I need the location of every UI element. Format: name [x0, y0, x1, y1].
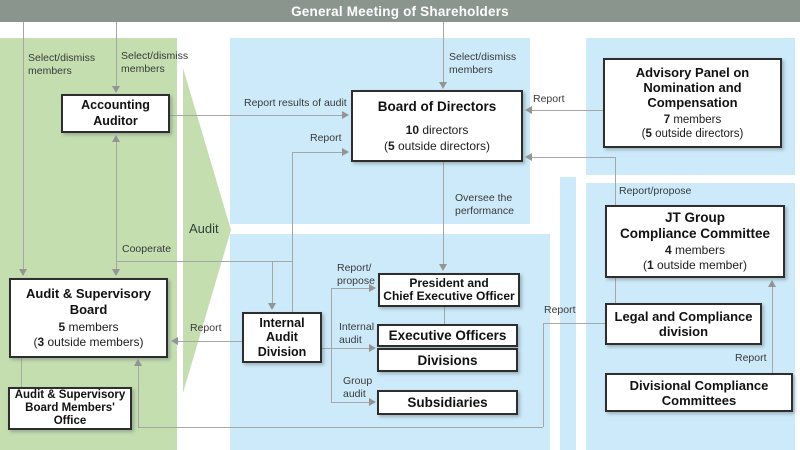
arrow-report-into-board: [342, 148, 349, 156]
label-report-results-of-audit: Report results of audit: [244, 97, 347, 109]
box-subsidiaries: Subsidiaries: [377, 390, 518, 415]
arrow-audit-results-into-board: [342, 111, 349, 119]
conn-jt-board: [531, 157, 615, 158]
board-members-stat: 10 directors: [405, 122, 469, 137]
audit-triangle-shape: [183, 68, 231, 393]
board-outside-stat: (5 outside directors): [383, 138, 491, 153]
box-internal-audit-division: Internal Audit Division: [242, 312, 322, 363]
arrow-into-board-top: [439, 82, 447, 89]
advisory-members-stat: 7 members: [663, 114, 722, 126]
conn-iad-group-audit: [331, 402, 369, 403]
box-asb-members-office: Audit & Supervisory Board Members' Offic…: [8, 387, 132, 430]
asb-outside-stat: (3 outside members): [33, 335, 144, 349]
label-report-propose-ceo: Report/ propose: [337, 262, 375, 287]
conn-gm-board: [443, 22, 444, 84]
arrow-into-auditor-bottom: [112, 135, 120, 142]
label-select-dismiss-auditor: Select/dismiss members: [121, 50, 189, 75]
label-report-propose-jt: Report/propose: [619, 185, 692, 197]
arrow-into-execs-left: [369, 344, 376, 352]
label-select-dismiss-asb: Select/dismiss members: [28, 52, 96, 77]
asb-members-stat: 5 members: [58, 320, 119, 334]
label-internal-audit: Internal audit: [339, 321, 375, 346]
conn-president-execs: [444, 307, 445, 324]
arrow-into-asb-left: [19, 269, 27, 276]
box-divisions: Divisions: [377, 348, 518, 372]
conn-audit-results: [170, 115, 342, 116]
jt-outside-stat: (1 outside member): [642, 258, 748, 272]
arrow-jt-into-board: [525, 153, 532, 161]
conn-auditor-asb: [116, 136, 117, 272]
conn-board-president: [443, 162, 444, 266]
box-executive-officers: Executive Officers: [377, 324, 518, 347]
arrow-iad-into-asb: [171, 337, 178, 345]
box-accounting-auditor: Accounting Auditor: [61, 94, 170, 133]
label-group-audit: Group audit: [343, 375, 373, 400]
conn-cooperate: [116, 261, 292, 262]
box-advisory-panel: Advisory Panel on Nomination and Compens…: [603, 58, 782, 148]
conn-legal-left: [543, 323, 605, 324]
conn-advisory-board: [531, 110, 603, 111]
conn-iad-asb: [178, 341, 242, 342]
jt-members-stat: 4 members: [664, 243, 726, 257]
conn-divisional-jt: [772, 284, 773, 373]
arrow-into-asb-bottom: [134, 359, 142, 366]
conn-jt-board-up: [615, 157, 616, 205]
conn-iad-report-up: [292, 152, 293, 312]
arrow-into-subsidiaries-left: [369, 398, 376, 406]
label-cooperate: Cooperate: [122, 243, 172, 255]
label-report-legal-asb: Report: [544, 304, 576, 316]
panel-strip-blue: [560, 177, 576, 450]
conn-iad-board: [292, 152, 342, 153]
conn-cooperate-iad: [272, 261, 273, 305]
label-oversee-performance: Oversee the performance: [455, 192, 514, 217]
conn-iad-internal-audit: [322, 348, 369, 349]
advisory-outside-stat: (5 outside directors): [641, 128, 744, 140]
label-report-iad-board: Report: [310, 132, 342, 144]
conn-jt-legal: [615, 278, 616, 303]
conn-iad-president: [331, 288, 369, 289]
box-legal-compliance-division: Legal and Compliance division: [605, 303, 762, 345]
arrow-into-iad-top: [268, 303, 276, 310]
arrow-into-asb-mid: [112, 269, 120, 276]
page-title: General Meeting of Shareholders: [291, 3, 509, 19]
arrow-into-auditor-top: [112, 86, 120, 93]
box-divisional-compliance-committees: Divisional Compliance Committees: [605, 373, 793, 412]
arrow-into-jt-bottom: [768, 280, 776, 287]
label-report-divisional-jt: Report: [735, 352, 767, 364]
box-president-ceo: President and Chief Executive Officer: [378, 273, 520, 307]
arrow-advisory-into-board: [525, 106, 532, 114]
conn-legal-asb-long: [138, 427, 543, 428]
box-audit-supervisory-board: Audit & Supervisory Board 5 members (3 o…: [9, 278, 168, 358]
label-select-dismiss-board: Select/dismiss members: [449, 51, 517, 76]
box-jt-compliance-committee: JT Group Compliance Committee 4 members …: [605, 205, 785, 278]
label-audit-zone: Audit: [189, 221, 219, 236]
conn-gm-auditor: [116, 22, 117, 90]
arrow-into-president-left: [369, 284, 376, 292]
conn-asb-office: [21, 358, 22, 387]
conn-iad-trunk: [331, 288, 332, 402]
header-bar: General Meeting of Shareholders: [0, 0, 800, 22]
arrow-into-president-top: [439, 264, 447, 271]
box-board-of-directors: Board of Directors 10 directors (5 outsi…: [351, 90, 523, 162]
label-report-iad-asb: Report: [190, 322, 222, 334]
conn-asb-bottom-up: [138, 364, 139, 427]
conn-legal-down: [543, 323, 544, 427]
label-report-advisory: Report: [533, 93, 565, 105]
conn-gm-asb: [23, 22, 24, 273]
